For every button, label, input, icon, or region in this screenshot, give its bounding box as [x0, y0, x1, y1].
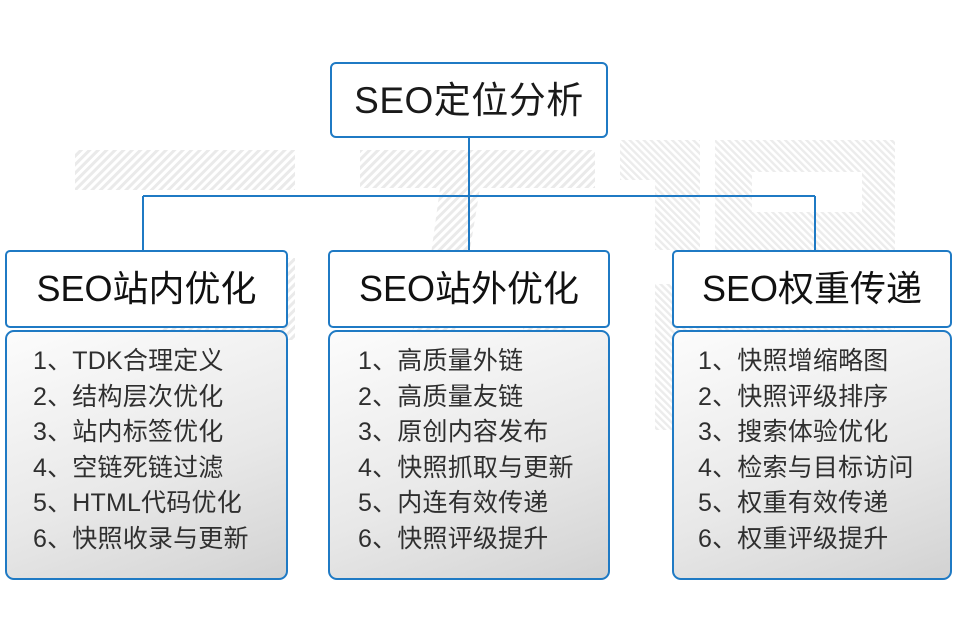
- list-item: 2、高质量友链: [358, 382, 524, 411]
- branch-header-1-label: SEO站内优化: [36, 268, 257, 309]
- list-item: 4、检索与目标访问: [698, 453, 914, 482]
- branch-item-list-2: 1、高质量外链 2、高质量友链 3、原创内容发布 4、快照抓取与更新 5、内连有…: [330, 344, 608, 557]
- list-item: 1、TDK合理定义: [33, 347, 224, 375]
- list-item: 6、快照评级提升: [358, 524, 549, 553]
- branch-header-3-label: SEO权重传递: [701, 268, 923, 309]
- branch-body-3: 1、快照增缩略图 2、快照评级排序 3、搜索体验优化 4、检索与目标访问 5、权…: [672, 330, 952, 580]
- list-item: 3、搜索体验优化: [698, 418, 889, 446]
- list-item: 4、空链死链过滤: [33, 453, 224, 482]
- list-item: 3、原创内容发布: [358, 418, 549, 446]
- list-item: 2、结构层次优化: [33, 382, 224, 411]
- branch-item-list-1: 1、TDK合理定义 2、结构层次优化 3、站内标签优化 4、空链死链过滤 5、H…: [7, 344, 286, 557]
- branch-header-2-label: SEO站外优化: [358, 268, 580, 309]
- list-item: 4、快照抓取与更新: [358, 453, 574, 482]
- branch-body-1: 1、TDK合理定义 2、结构层次优化 3、站内标签优化 4、空链死链过滤 5、H…: [5, 330, 288, 580]
- list-item: 5、内连有效传递: [358, 489, 549, 517]
- root-node[interactable]: SEO定位分析: [330, 62, 608, 138]
- list-item: 5、权重有效传递: [698, 489, 889, 517]
- branch-header-1[interactable]: SEO站内优化: [5, 250, 288, 328]
- root-node-label: SEO定位分析: [354, 79, 584, 121]
- branch-header-3[interactable]: SEO权重传递: [672, 250, 952, 328]
- branch-item-list-3: 1、快照增缩略图 2、快照评级排序 3、搜索体验优化 4、检索与目标访问 5、权…: [674, 344, 950, 557]
- branch-column-2: SEO站外优化 1、高质量外链 2、高质量友链 3、原创内容发布 4、快照抓取与…: [328, 250, 610, 580]
- list-item: 6、快照收录与更新: [33, 524, 249, 553]
- branch-column-1: SEO站内优化 1、TDK合理定义 2、结构层次优化 3、站内标签优化 4、空链…: [5, 250, 288, 580]
- branch-body-2: 1、高质量外链 2、高质量友链 3、原创内容发布 4、快照抓取与更新 5、内连有…: [328, 330, 610, 580]
- branch-header-2[interactable]: SEO站外优化: [328, 250, 610, 328]
- list-item: 2、快照评级排序: [698, 382, 889, 411]
- branch-column-3: SEO权重传递 1、快照增缩略图 2、快照评级排序 3、搜索体验优化 4、检索与…: [672, 250, 952, 580]
- list-item: 1、快照增缩略图: [698, 347, 889, 375]
- list-item: 3、站内标签优化: [33, 418, 224, 446]
- list-item: 1、高质量外链: [358, 347, 524, 375]
- list-item: 5、HTML代码优化: [33, 489, 242, 517]
- list-item: 6、权重评级提升: [698, 524, 889, 553]
